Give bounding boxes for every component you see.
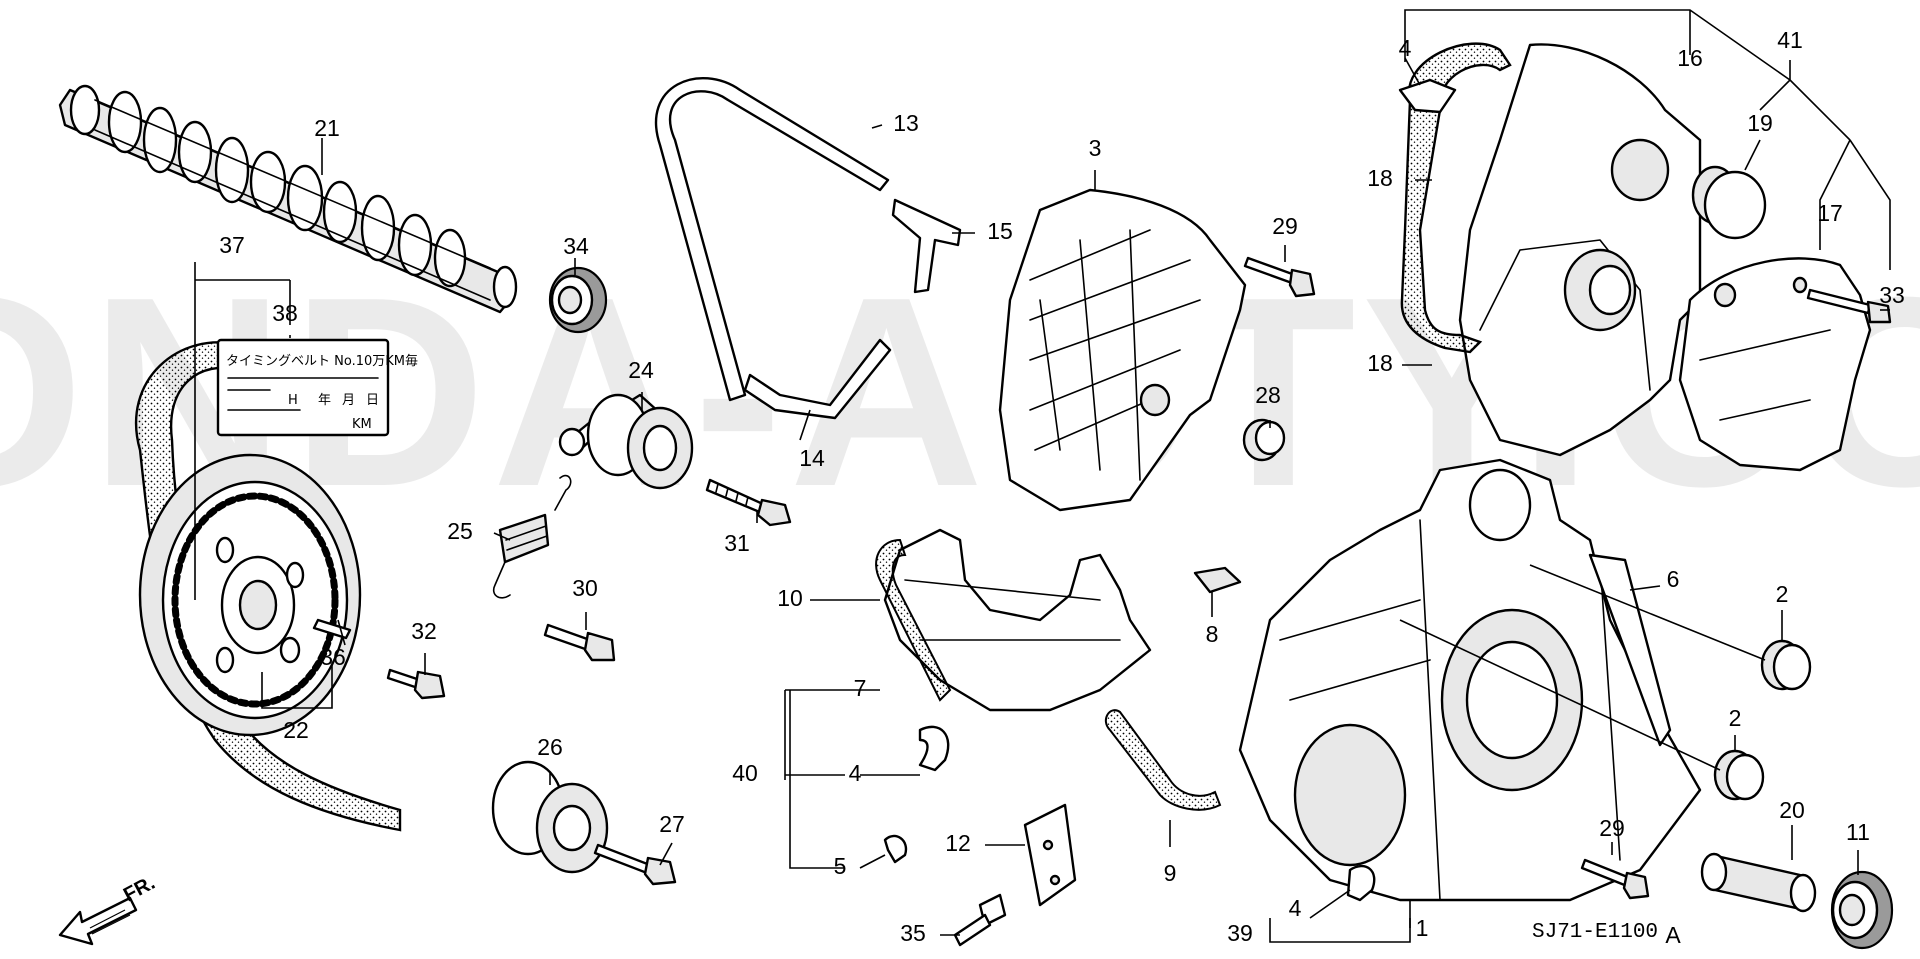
sticker-line1: タイミングベルト No.10万KM毎 (226, 353, 418, 369)
gasket-6[interactable] (1588, 553, 1672, 747)
tensioner-spring[interactable] (492, 474, 572, 599)
outer-cover[interactable] (1678, 257, 1872, 472)
callout-9: 9 (1164, 860, 1177, 886)
callout-39: 39 (1227, 920, 1253, 946)
idler-pulley[interactable] (491, 760, 609, 874)
callout-41: 41 (1777, 27, 1803, 53)
callout-27: 27 (659, 811, 685, 837)
bracket-12[interactable] (1023, 803, 1077, 907)
callout-8: 8 (1206, 621, 1219, 647)
callout-16: 16 (1677, 45, 1703, 71)
callout-3: 3 (1089, 135, 1102, 161)
callout-30: 30 (572, 575, 598, 601)
callout-6: 6 (1667, 566, 1680, 592)
callout-7: 7 (854, 675, 867, 701)
clip-8[interactable] (1193, 566, 1242, 594)
diagram-code-suffix: A (1665, 922, 1681, 948)
callout-34: 34 (563, 233, 589, 259)
lower-timing-case[interactable] (1238, 458, 1702, 902)
callout-5: 5 (834, 853, 847, 879)
clip-4-top[interactable] (1398, 78, 1457, 114)
callout-18-upper: 18 (1367, 165, 1393, 191)
callout-36: 36 (320, 644, 346, 670)
bolt-33[interactable] (1806, 288, 1892, 324)
middle-timing-cover[interactable] (998, 188, 1247, 512)
callout-28: 28 (1255, 382, 1281, 408)
callout-1: 1 (1416, 915, 1429, 941)
callout-11: 11 (1846, 819, 1870, 845)
callout-22: 22 (283, 717, 309, 743)
sticker-year: 年 (318, 393, 331, 408)
bracket-14[interactable] (743, 338, 892, 420)
callout-21: 21 (314, 115, 340, 141)
callout-17: 17 (1817, 200, 1843, 226)
callout-25: 25 (447, 518, 473, 544)
callout-14: 14 (799, 445, 825, 471)
callout-20: 20 (1779, 797, 1805, 823)
grommet-19[interactable] (1691, 165, 1767, 240)
callout-40: 40 (732, 760, 758, 786)
callout-29-lower: 29 (1599, 815, 1625, 841)
callout-24: 24 (628, 357, 654, 383)
callout-labels: 21 34 37 38 36 22 24 25 30 31 32 26 27 1… (219, 27, 1905, 946)
callout-19: 19 (1747, 110, 1773, 136)
callout-18-lower: 18 (1367, 350, 1393, 376)
callout-29-upper: 29 (1272, 213, 1298, 239)
bolt-27[interactable] (593, 843, 677, 886)
callout-15: 15 (987, 218, 1013, 244)
callout-4-bottom: 4 (1289, 895, 1302, 921)
callout-12: 12 (945, 830, 971, 856)
camshaft[interactable] (58, 84, 518, 314)
upper-back-cover[interactable] (1458, 43, 1702, 457)
bolt-31[interactable] (705, 478, 792, 527)
callout-32: 32 (411, 618, 437, 644)
callout-13: 13 (893, 110, 919, 136)
callout-2-upper: 2 (1776, 581, 1789, 607)
callout-37: 37 (219, 232, 245, 258)
callout-2-lower: 2 (1729, 705, 1742, 731)
collar-20[interactable] (1700, 852, 1817, 913)
clip-4-bottom[interactable] (1346, 864, 1376, 902)
cap-28[interactable] (1242, 418, 1286, 462)
callout-10: 10 (777, 585, 803, 611)
diagram-code-text: SJ71-E1100 (1532, 921, 1658, 944)
bolt-32[interactable] (386, 668, 446, 700)
seal-11[interactable] (1830, 870, 1894, 950)
lower-seal-10[interactable] (875, 538, 952, 702)
callout-35: 35 (900, 920, 926, 946)
callout-4-middle: 4 (849, 760, 862, 786)
tensioner-pulley[interactable] (558, 393, 694, 490)
bolt-29-upper[interactable] (1243, 256, 1316, 298)
bolt-35[interactable] (953, 893, 1007, 947)
callout-4-top: 4 (1399, 35, 1412, 61)
lower-back-cover[interactable] (883, 528, 1152, 712)
sticker-month: 月 (342, 393, 355, 408)
callout-31: 31 (724, 530, 750, 556)
clip-4-middle[interactable] (918, 725, 950, 772)
leader-lines (194, 9, 1891, 943)
label-sticker[interactable]: タイミングベルト No.10万KM毎 H 年 月 日 KM (216, 338, 418, 437)
bolt-29-lower[interactable] (1580, 858, 1650, 900)
case-seal-9[interactable] (1104, 709, 1222, 811)
bracket-15[interactable] (891, 198, 962, 294)
callout-38: 38 (272, 300, 298, 326)
callout-33: 33 (1879, 282, 1905, 308)
oil-seal[interactable] (548, 266, 608, 334)
diagram-code: SJ71-E1100 A (1532, 921, 1681, 948)
sticker-day: 日 (366, 393, 379, 408)
seal-2-lower[interactable] (1713, 749, 1765, 801)
sticker-h: H (288, 393, 298, 408)
sticker-km: KM (352, 417, 372, 432)
front-direction-marker: FR. (58, 872, 159, 946)
seal-2-upper[interactable] (1760, 639, 1812, 691)
clip-5[interactable] (883, 834, 908, 864)
upper-seal[interactable] (654, 76, 890, 402)
bolt-30[interactable] (543, 623, 616, 662)
callout-26: 26 (537, 734, 563, 760)
timing-belt-pulley[interactable] (138, 453, 362, 737)
